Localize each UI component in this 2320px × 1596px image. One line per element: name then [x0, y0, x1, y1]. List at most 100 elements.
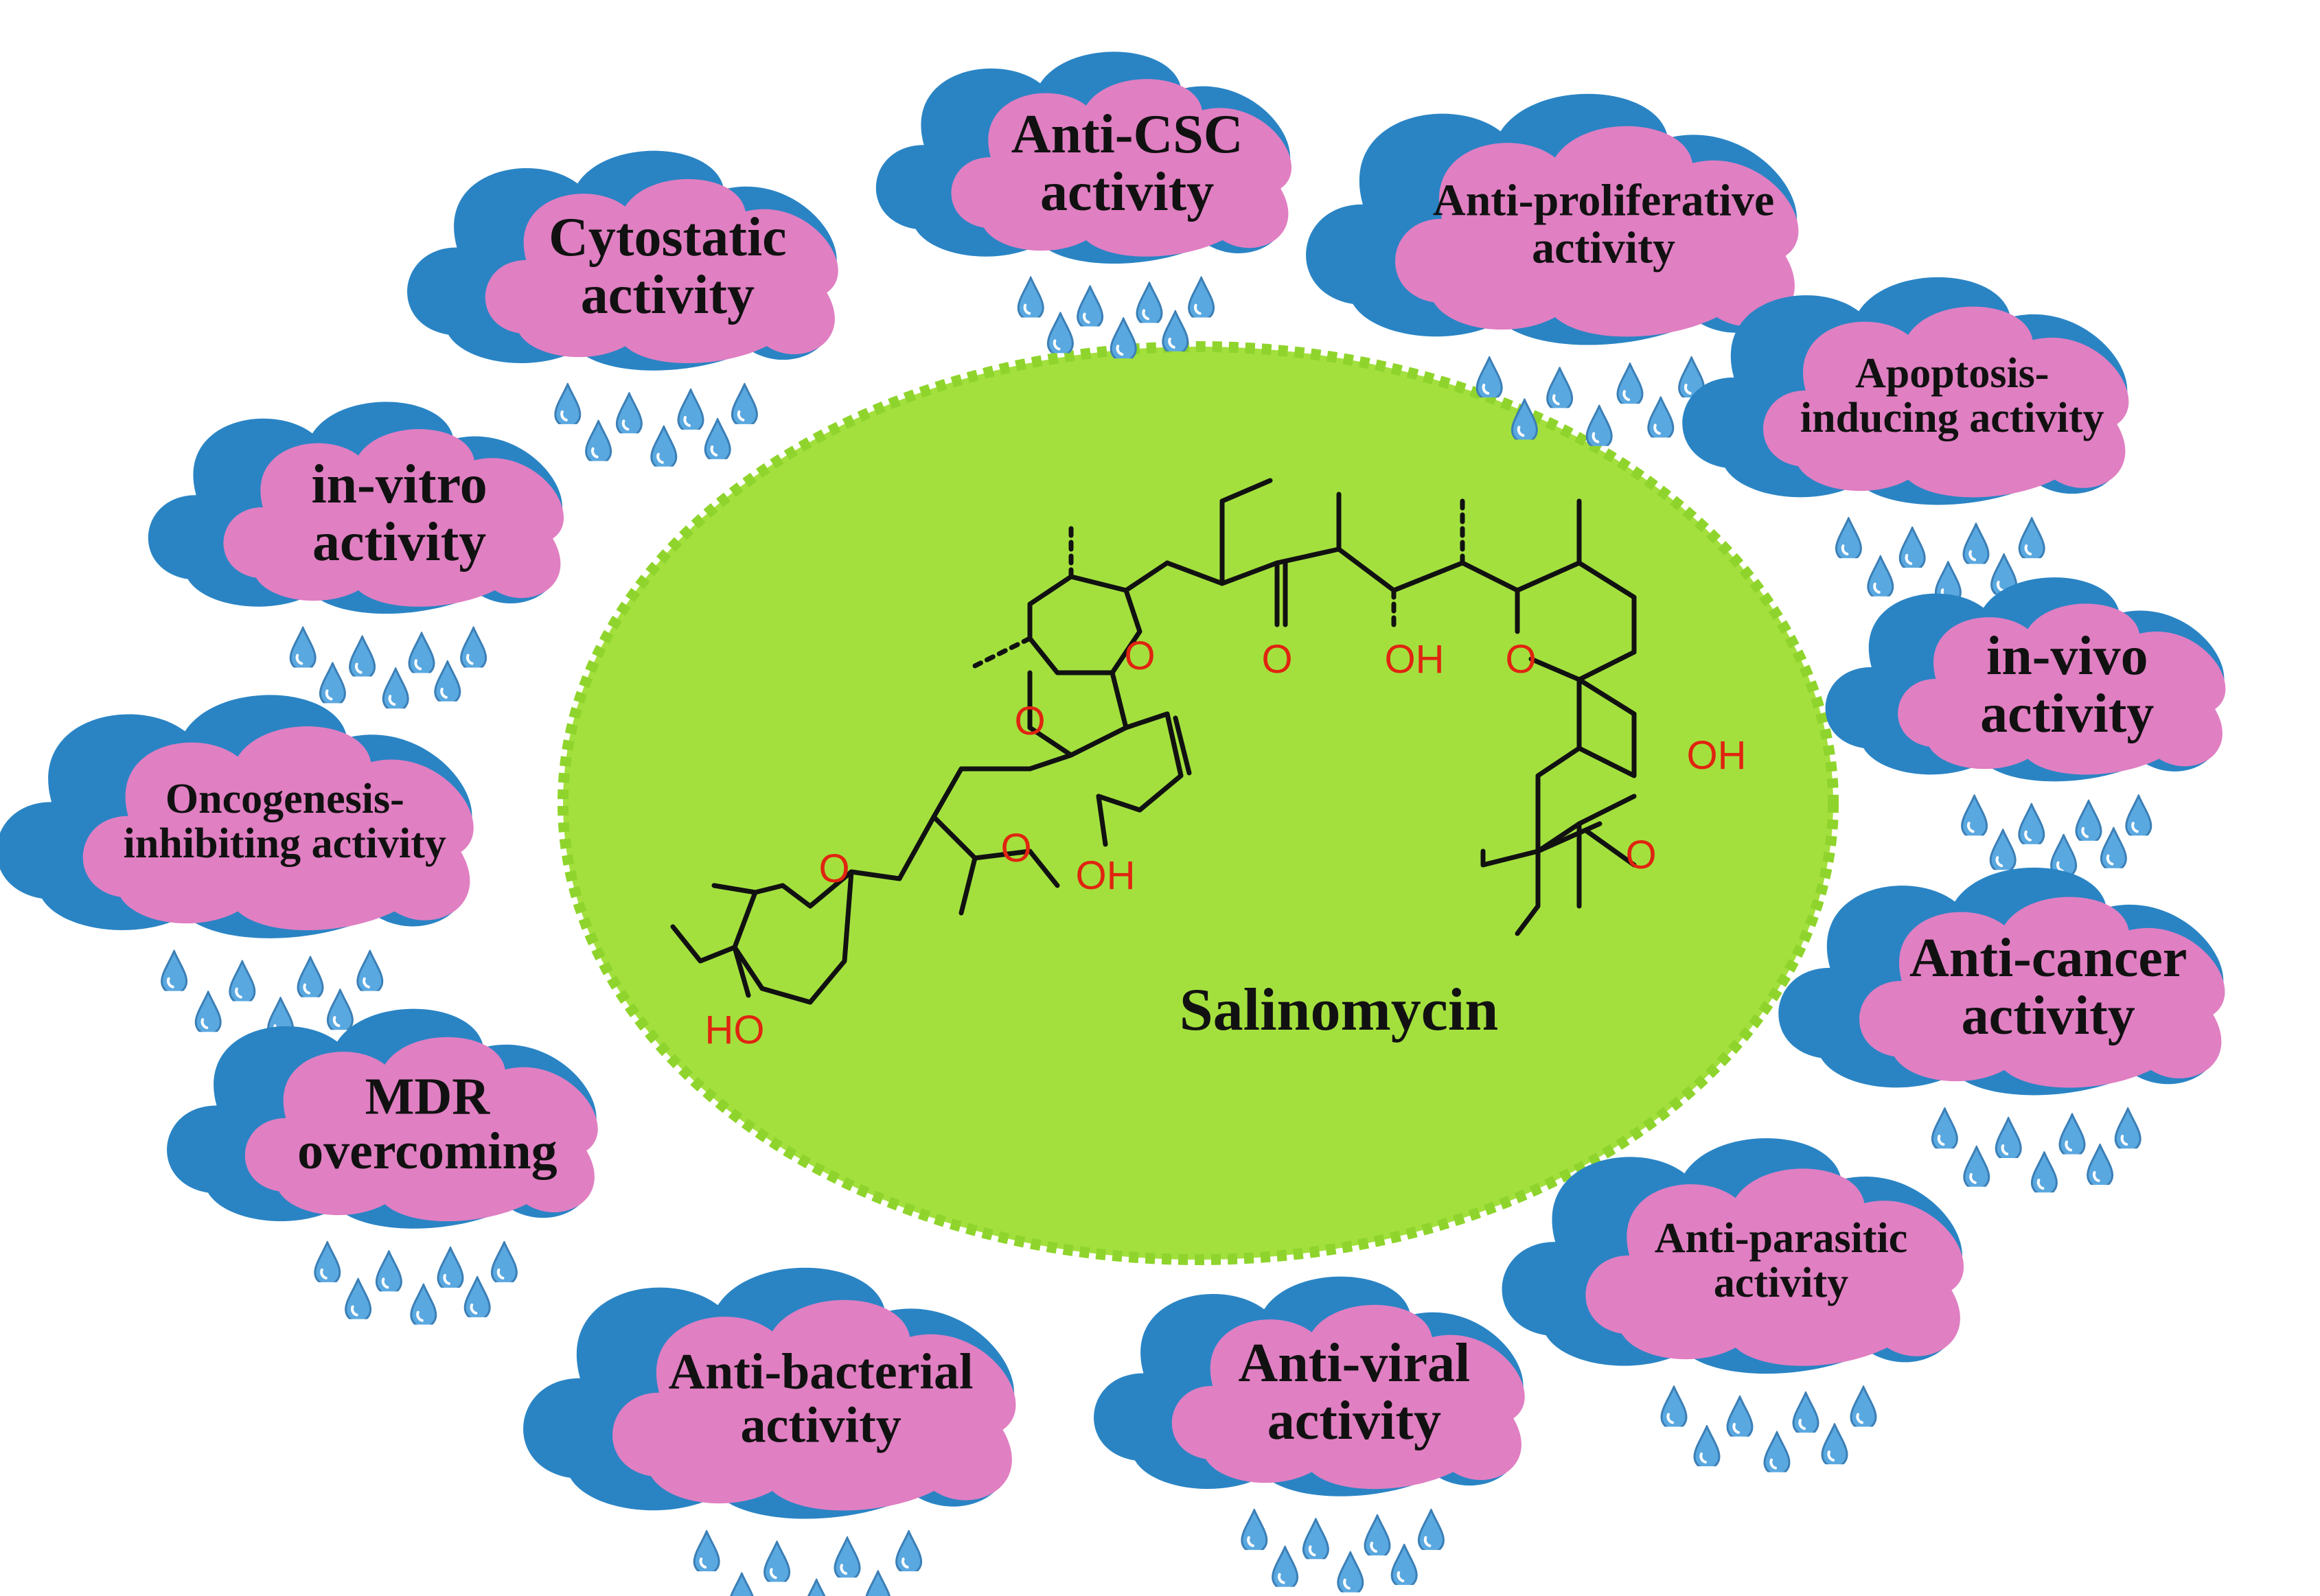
- raindrop: [895, 1529, 923, 1571]
- activity-label-line1: Anti-CSC: [1011, 104, 1243, 165]
- atom-o-thp: O: [818, 846, 849, 891]
- raindrop: [2030, 1151, 2058, 1193]
- activity-label-line2: activity: [1532, 223, 1675, 273]
- raindrop: [1989, 829, 2017, 870]
- activity-label-line2: inhibiting activity: [124, 820, 446, 867]
- raindrop: [677, 388, 704, 430]
- raindrop: [1161, 310, 1189, 351]
- raindrop: [1390, 1543, 1419, 1585]
- raindrop: [731, 382, 759, 424]
- activity-label-line1: MDR: [365, 1067, 491, 1125]
- raindrop: [313, 1240, 341, 1282]
- raindrop: [1240, 1508, 1268, 1550]
- raindrop: [704, 417, 732, 459]
- atom-labels: O O O O O OH O OH HO OH O: [705, 634, 1747, 1052]
- raindrop: [1660, 1385, 1688, 1427]
- raindrop: [1511, 398, 1539, 440]
- raindrop: [2114, 1107, 2142, 1149]
- raindrop: [1110, 317, 1138, 359]
- raindrop: [650, 425, 678, 467]
- activity-label-line1: in-vivo: [1986, 626, 2148, 686]
- atom-cooh-o: O: [1625, 833, 1656, 877]
- raindrop: [1962, 522, 1990, 564]
- activity-label-line1: in-vitro: [311, 454, 487, 515]
- raindrop: [1693, 1425, 1721, 1466]
- raindrop: [490, 1240, 518, 1282]
- raindrop: [1336, 1551, 1364, 1593]
- raindrop: [553, 382, 582, 424]
- activity-label-line1: Anti-viral: [1239, 1333, 1471, 1393]
- activity-label-line1: Oncogenesis-: [165, 776, 404, 822]
- cloud-front-shape: [612, 1299, 1016, 1511]
- raindrop: [1585, 404, 1613, 446]
- raindrop: [1763, 1431, 1791, 1472]
- raindrop: [408, 632, 435, 673]
- activity-label-line2: activity: [1714, 1260, 1848, 1306]
- raindrop: [1931, 1107, 1959, 1149]
- raindrop: [1821, 1423, 1848, 1465]
- cloud-front-shape: [1763, 306, 2129, 498]
- raindrop: [459, 626, 487, 668]
- raindrop: [1792, 1391, 1819, 1433]
- raindrop: [803, 1578, 831, 1596]
- raindrop: [1995, 1117, 2023, 1159]
- raindrop: [160, 949, 188, 991]
- raindrop: [348, 635, 376, 677]
- atom-o-ring-a: O: [1124, 634, 1155, 678]
- activity-label-line2: activity: [1040, 162, 1214, 222]
- salinomycin-structure: [670, 478, 1637, 1005]
- cloud-oncogenesis: Oncogenesis-inhibiting activity: [0, 695, 474, 1039]
- raindrop: [763, 1540, 791, 1582]
- raindrop: [2058, 1113, 2086, 1155]
- activity-label-line2: activity: [740, 1397, 901, 1453]
- atom-cooh-oh: OH: [1687, 733, 1747, 778]
- raindrop: [615, 392, 643, 434]
- cloud-front-shape: [1395, 126, 1799, 337]
- raindrop: [1364, 1514, 1391, 1555]
- cloud-front-shape: [951, 79, 1292, 257]
- activity-label-line2: inducing activity: [1800, 395, 2104, 441]
- raindrop: [1136, 281, 1163, 323]
- raindrop: [463, 1275, 492, 1317]
- raindrop: [1850, 1385, 1877, 1427]
- raindrop: [2018, 517, 2046, 559]
- raindrop: [693, 1529, 721, 1571]
- raindrop: [194, 991, 222, 1032]
- activity-label-line1: Apoptosis-: [1855, 350, 2049, 397]
- raindrop: [2124, 794, 2152, 836]
- cloud-front-shape: [223, 429, 564, 607]
- cloud-front-shape: [1898, 603, 2226, 775]
- activity-label-line1: Anti-cancer: [1909, 928, 2187, 988]
- cloud-front-shape: [485, 178, 838, 364]
- atom-o-spiro-2: O: [1000, 826, 1031, 870]
- raindrop: [1017, 276, 1045, 318]
- activity-label-line1: Anti-bacterial: [669, 1344, 974, 1400]
- raindrop: [1417, 1508, 1445, 1550]
- raindrop: [1271, 1545, 1299, 1587]
- center-ellipse: [558, 341, 1839, 1265]
- atom-oh-ring: OH: [1076, 853, 1136, 898]
- atom-ho-left: HO: [705, 1008, 765, 1052]
- raindrop: [2086, 1144, 2114, 1186]
- raindrop: [1475, 356, 1504, 397]
- activity-label-line1: Anti-parasitic: [1655, 1215, 1908, 1262]
- raindrop: [382, 667, 410, 709]
- raindrop: [2017, 802, 2045, 844]
- cloud-apoptosis: Apoptosis-inducing activity: [1682, 277, 2129, 603]
- raindrop: [2100, 826, 2128, 868]
- raindrop: [864, 1570, 892, 1596]
- cloud-front-shape: [1859, 897, 2225, 1088]
- raindrop: [409, 1283, 437, 1325]
- cloud-front-shape: [244, 1037, 598, 1222]
- raindrop: [344, 1277, 372, 1319]
